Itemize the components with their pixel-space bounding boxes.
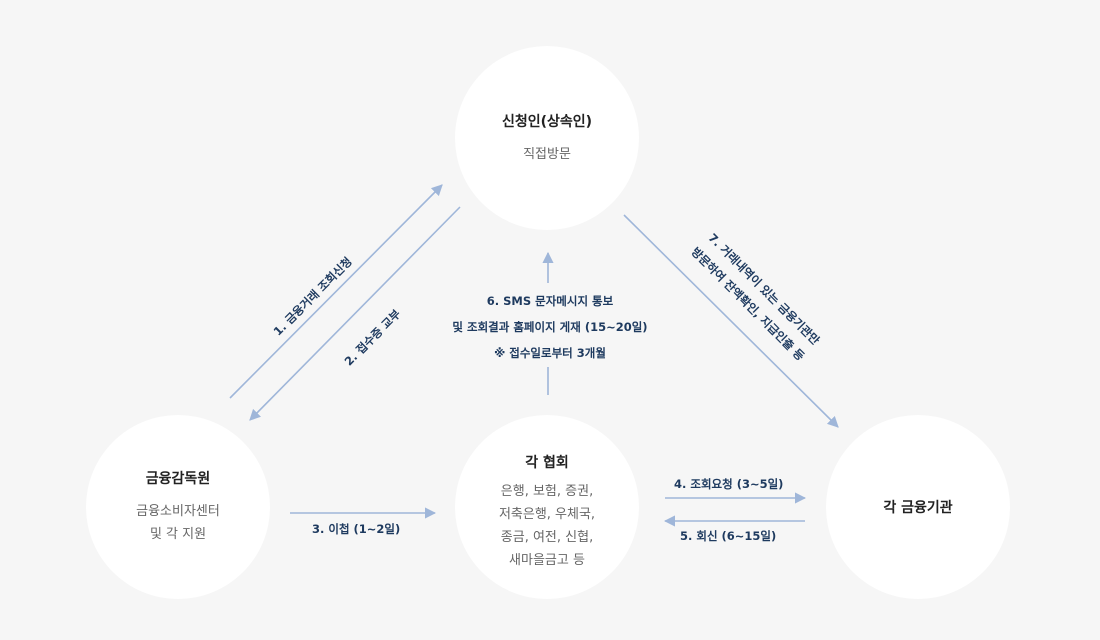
node-fss-title: 금융감독원	[145, 471, 211, 487]
node-applicant-subtitle: 직접방문	[523, 146, 571, 162]
node-association-subtitle: 은행, 보험, 증권, 저축은행, 우체국, 종금, 여전, 신협, 새마을금고…	[498, 484, 596, 568]
flow-label-6-line-1: 6. SMS 문자메시지 통보	[486, 294, 614, 308]
arrow-2	[249, 206, 461, 421]
node-applicant-title: 신청인(상속인)	[501, 113, 593, 130]
node-institutions-title: 각 금융기관	[883, 500, 953, 516]
arrow-7	[623, 214, 839, 428]
node-fss: 금융감독원 금융소비자센터 및 각 지원	[86, 415, 270, 599]
flow-label-3: 3. 이첩 (1~2일)	[312, 522, 401, 536]
flow-label-5: 5. 회신 (6~15일)	[680, 529, 777, 543]
flow-label-4: 4. 조회요청 (3~5일)	[674, 477, 784, 491]
flow-label-6: 6. SMS 문자메시지 통보 및 조회결과 홈페이지 게재 (15~20일) …	[400, 288, 700, 366]
flow-label-6-line-3: ※ 접수일로부터 3개월	[494, 346, 606, 360]
node-institutions: 각 금융기관	[826, 415, 1010, 599]
flow-label-6-line-2: 및 조회결과 홈페이지 게재 (15~20일)	[452, 320, 648, 334]
node-fss-subtitle: 금융소비자센터 및 각 지원	[136, 504, 220, 542]
arrow-1	[229, 184, 443, 399]
node-association: 각 협회 은행, 보험, 증권, 저축은행, 우체국, 종금, 여전, 신협, …	[455, 415, 639, 599]
node-applicant: 신청인(상속인) 직접방문	[455, 46, 639, 230]
node-association-title: 각 협회	[525, 455, 569, 471]
